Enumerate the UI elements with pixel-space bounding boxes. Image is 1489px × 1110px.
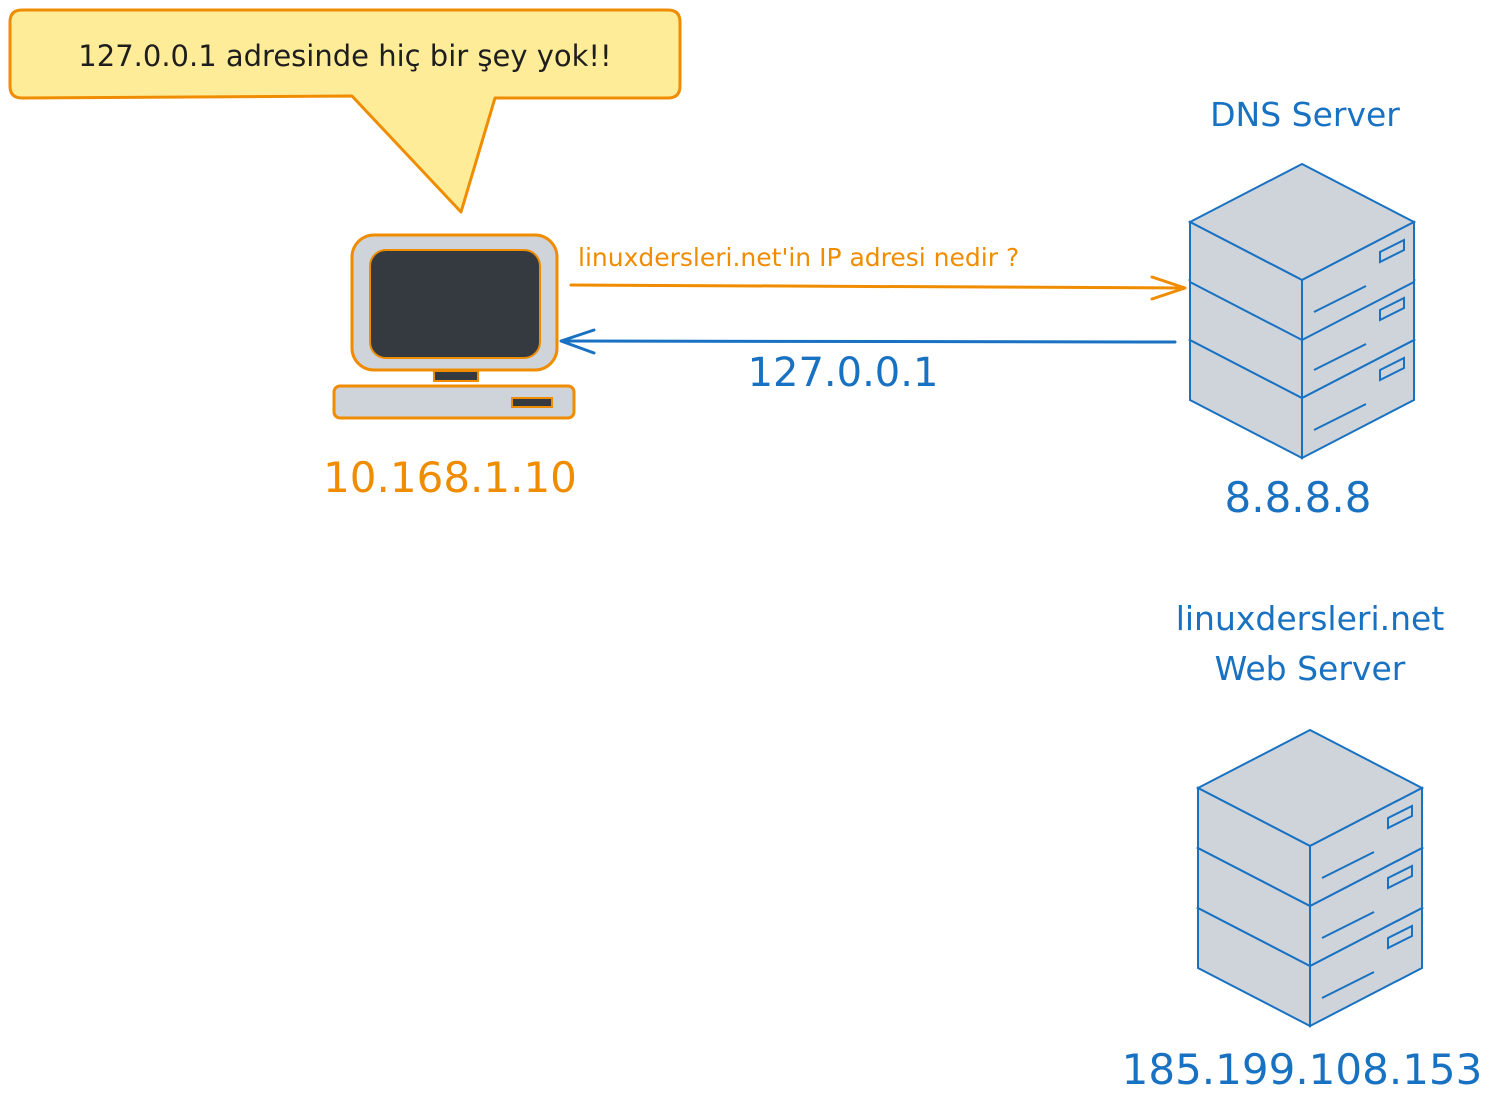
response-arrow	[559, 328, 1177, 355]
request-label: linuxdersleri.net'in IP adresi nedir ?	[578, 243, 1019, 272]
response-label: 127.0.0.1	[748, 350, 939, 396]
web-server-ip: 185.199.108.153	[1122, 1045, 1483, 1094]
web-server-title-line1: linuxdersleri.net	[1176, 599, 1445, 638]
web-server-icon	[1197, 729, 1423, 1027]
dns-server-title: DNS Server	[1210, 95, 1400, 134]
client-ip-label: 10.168.1.10	[323, 453, 577, 502]
request-arrow	[569, 275, 1187, 301]
web-server-title-line2: Web Server	[1215, 649, 1406, 688]
computer-icon	[332, 233, 576, 420]
dns-server-ip: 8.8.8.8	[1225, 473, 1372, 522]
dns-server-icon	[1189, 163, 1415, 459]
speech-bubble: 127.0.0.1 adresinde hiç bir şey yok!!	[8, 8, 682, 214]
speech-bubble-text: 127.0.0.1 adresinde hiç bir şey yok!!	[78, 39, 611, 73]
